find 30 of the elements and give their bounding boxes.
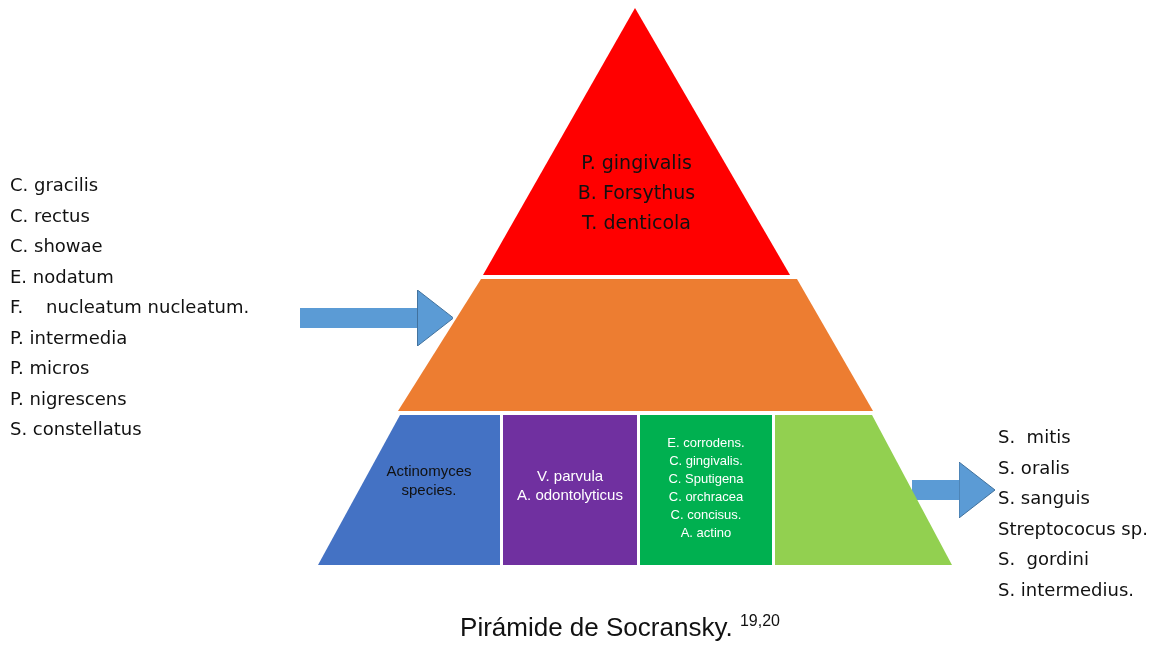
species-name: C. Sputigena (668, 470, 744, 488)
species-name: T. denticola (582, 209, 691, 235)
block-arrow (300, 289, 454, 347)
species-name: Streptococus sp. (998, 516, 1149, 541)
species-name: E. nodatum (10, 264, 115, 289)
species-name: S. constellatus (10, 417, 143, 441)
caption: Pirámide de Socransky. $^{19,20}$ (459, 612, 781, 643)
species-name: S. gordini (998, 547, 1090, 571)
species-name: P. micros (10, 356, 91, 380)
species-name: F. nucleatum nucleatum. (10, 295, 251, 319)
species-name: C. orchracea (668, 488, 744, 506)
species-name: E. corrodens. (667, 434, 745, 452)
species-name: A. odontolyticus (517, 485, 623, 504)
species-name: P. gingivalis (581, 149, 692, 175)
species-name: V. parvula (536, 466, 604, 485)
species-name: Actinomyces species. (385, 461, 473, 499)
species-name: S. intermedius. (998, 577, 1136, 602)
species-name: S. sanguis (998, 486, 1091, 510)
block-arrow (912, 461, 996, 519)
species-name: S. oralis (998, 455, 1071, 480)
species-name: A. actino (680, 524, 732, 542)
species-name: P. intermedia (10, 325, 129, 350)
species-name: C. gingivalis. (669, 452, 743, 470)
species-name: P. nigrescens (10, 386, 128, 411)
species-name: S. mitis (998, 425, 1072, 449)
species-name: C. concisus. (670, 506, 742, 524)
species-name: B. Forsythus (577, 179, 696, 205)
species-name: C. gracilis (10, 173, 100, 197)
species-name: C. showae (10, 234, 104, 258)
species-name: C. rectus (10, 203, 91, 228)
